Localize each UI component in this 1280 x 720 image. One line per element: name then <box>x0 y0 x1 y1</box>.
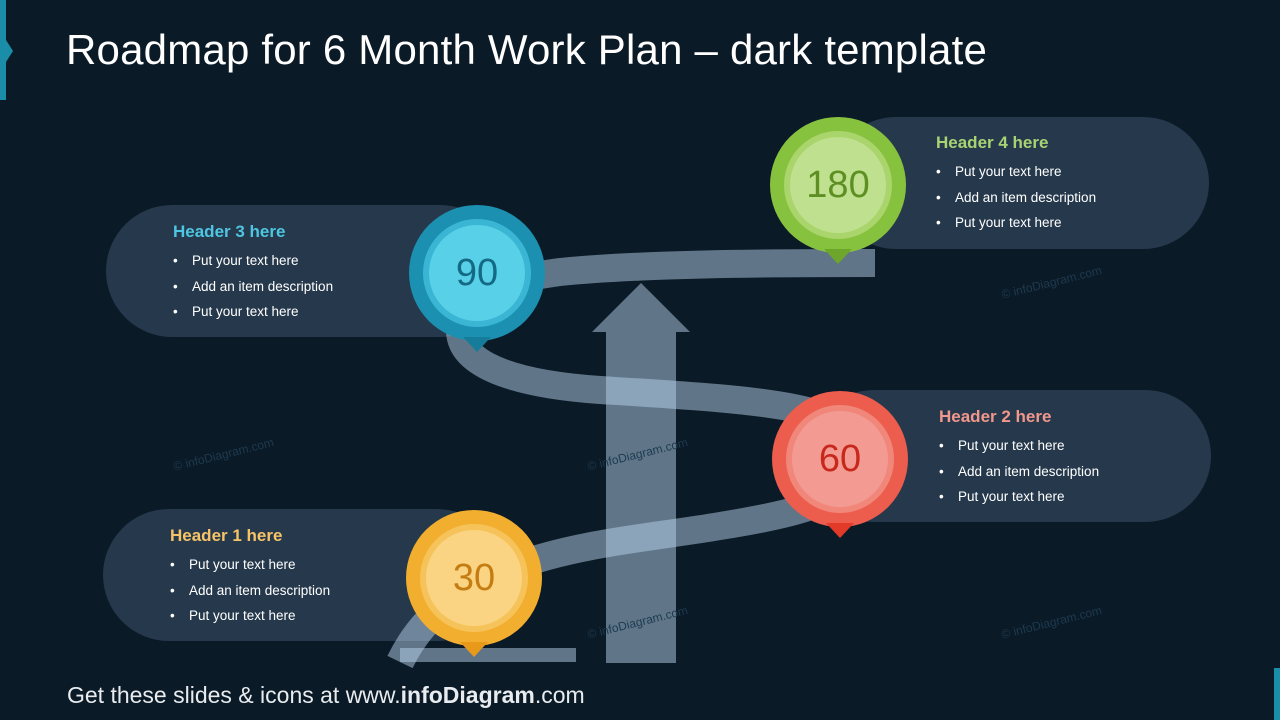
card-2: Header 2 here Put your text here Add an … <box>939 407 1099 510</box>
card-3: Header 3 here Put your text here Add an … <box>173 222 333 325</box>
footer-prefix: Get these slides & icons at www. <box>67 682 401 708</box>
list-item: Add an item description <box>936 185 1096 211</box>
footer-brand: infoDiagram <box>400 682 535 708</box>
card-list-3: Put your text here Add an item descripti… <box>173 248 333 325</box>
card-header-1: Header 1 here <box>170 526 283 545</box>
list-item: Add an item description <box>173 274 333 300</box>
road-fill-bottom <box>400 648 576 662</box>
slide-title: Roadmap for 6 Month Work Plan – dark tem… <box>66 26 988 73</box>
milestone-value-30: 30 <box>426 530 522 626</box>
list-item: Add an item description <box>170 578 330 604</box>
list-item: Put your text here <box>936 210 1096 236</box>
card-header-2: Header 2 here <box>939 407 1052 426</box>
card-4: Header 4 here Put your text here Add an … <box>936 133 1096 236</box>
footer-suffix: .com <box>534 682 585 708</box>
card-1: Header 1 here Put your text here Add an … <box>170 526 330 629</box>
milestone-marker-90: 90 <box>408 204 548 360</box>
milestone-marker-180: 180 <box>769 116 909 272</box>
accent-notch-icon <box>6 40 13 62</box>
list-item: Put your text here <box>170 552 330 578</box>
list-item: Put your text here <box>173 299 333 325</box>
milestone-value-180: 180 <box>790 137 886 233</box>
list-item: Put your text here <box>939 433 1099 459</box>
marker-pin-icon <box>463 337 491 352</box>
list-item: Put your text here <box>173 248 333 274</box>
list-item: Put your text here <box>939 484 1099 510</box>
card-list-1: Put your text here Add an item descripti… <box>170 552 330 629</box>
card-header-4: Header 4 here <box>936 133 1049 152</box>
marker-pin-icon <box>824 249 852 264</box>
marker-pin-icon <box>460 642 488 657</box>
milestone-marker-30: 30 <box>405 509 545 665</box>
milestone-value-60: 60 <box>792 411 888 507</box>
growth-arrow <box>592 283 690 663</box>
card-list-4: Put your text here Add an item descripti… <box>936 159 1096 236</box>
milestone-marker-60: 60 <box>771 390 911 546</box>
list-item: Put your text here <box>170 603 330 629</box>
list-item: Add an item description <box>939 459 1099 485</box>
card-list-2: Put your text here Add an item descripti… <box>939 433 1099 510</box>
milestone-value-90: 90 <box>429 225 525 321</box>
marker-pin-icon <box>826 523 854 538</box>
list-item: Put your text here <box>936 159 1096 185</box>
corner-accent <box>1274 668 1280 720</box>
card-header-3: Header 3 here <box>173 222 286 241</box>
accent-tab <box>0 0 6 100</box>
footer-promo: Get these slides & icons at www.infoDiag… <box>67 682 585 709</box>
